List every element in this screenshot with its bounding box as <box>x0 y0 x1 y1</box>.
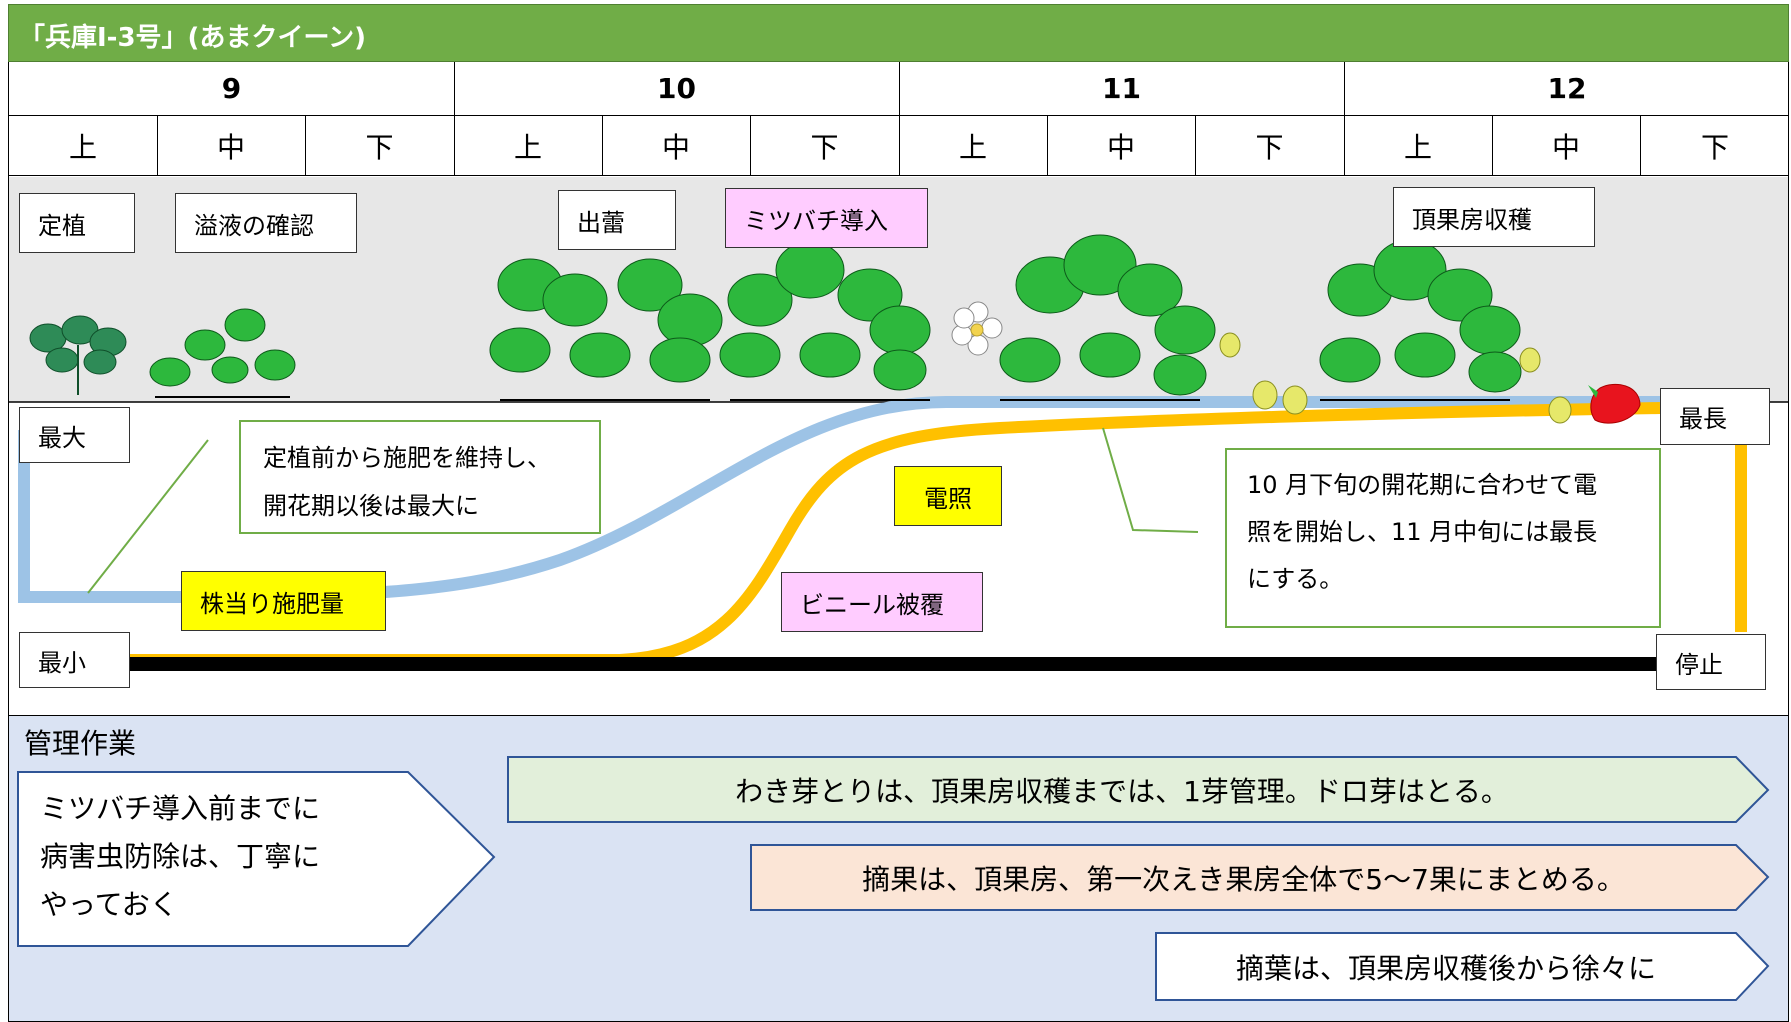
period-cell: 上 <box>899 116 1048 175</box>
pest-line: 病害虫防除は、丁寧に <box>40 840 321 873</box>
strawberry-flower-icon <box>951 301 1003 356</box>
lighting-curve <box>128 402 1661 666</box>
period-cell: 下 <box>1700 130 1729 164</box>
light-leader-line <box>1102 427 1199 533</box>
management-heading: 管理作業 <box>24 727 137 760</box>
pest-line: やっておく <box>40 888 178 921</box>
strawberry-plant-icon <box>489 258 723 401</box>
month-cell: 11 <box>899 62 1345 115</box>
task-leaf-thinning: 摘葉は、頂果房収穫後から徐々に <box>1235 951 1656 985</box>
strawberry-plant-icon <box>1319 239 1572 424</box>
period-cell: 中 <box>1047 116 1196 175</box>
pest-control-text: ミツバチ導入前までに 病害虫防除は、丁寧に やっておく <box>40 785 320 929</box>
task-side-bud: わき芽とりは、頂果房収穫までは、1芽管理。ドロ芽はとる。 <box>735 774 1509 808</box>
period-cell: 中 <box>1492 116 1641 175</box>
level-max-left: 最大 <box>19 407 130 463</box>
stage-planting: 定植 <box>19 193 135 253</box>
month-cell: 10 <box>454 62 900 115</box>
fertilizer-note: 定植前から施肥を維持し、 開花期以後は最大に <box>239 420 601 534</box>
stage-sap-check: 溢液の確認 <box>175 193 357 253</box>
strawberry-plant-icon <box>719 241 931 401</box>
period-cell: 上 <box>1344 116 1493 175</box>
note-line: 開花期以後は最大に <box>263 492 479 520</box>
strawberry-plant-icon <box>29 315 127 395</box>
fert-leader-line <box>87 439 209 594</box>
strawberry-fruit-icon <box>1588 383 1641 424</box>
lighting-note: 10 月下旬の開花期に合わせて電 照を開始し、11 月中旬には最長 にする。 <box>1225 448 1661 628</box>
period-cell: 上 <box>9 116 158 175</box>
period-cell: 下 <box>750 116 900 175</box>
period-row: 上 中 下 上 中 下 上 中 下 上 中 下 <box>8 116 1789 176</box>
level-max-right: 最長 <box>1660 388 1770 445</box>
note-line: 10 月下旬の開花期に合わせて電 <box>1247 471 1598 499</box>
stage-bees: ミツバチ導入 <box>725 188 928 248</box>
month-cell: 12 <box>1547 72 1587 105</box>
level-stop-right: 停止 <box>1656 634 1766 690</box>
month-cell: 9 <box>9 62 455 115</box>
period-cell: 中 <box>157 116 306 175</box>
label-vinyl: ビニール被覆 <box>781 572 983 632</box>
month-row: 9 10 11 12 <box>8 62 1789 116</box>
task-fruit-thinning: 摘果は、頂果房、第一次えき果房全体で5～7果にまとめる。 <box>862 862 1625 896</box>
label-lighting: 電照 <box>894 466 1002 526</box>
period-cell: 下 <box>305 116 455 175</box>
level-min-left: 最小 <box>19 632 130 688</box>
pest-line: ミツバチ導入前までに <box>40 792 321 825</box>
note-line: 定植前から施肥を維持し、 <box>263 444 551 472</box>
note-line: にする。 <box>1247 565 1344 593</box>
page-title: 「兵庫I-3号」(あまクイーン) <box>8 4 1789 62</box>
period-cell: 上 <box>454 116 603 175</box>
stage-harvest: 頂果房収穫 <box>1393 187 1595 247</box>
label-fertilizer: 株当り施肥量 <box>181 571 386 631</box>
period-cell: 中 <box>602 116 751 175</box>
strawberry-plant-icon <box>999 234 1308 415</box>
stage-budding: 出蕾 <box>558 190 676 250</box>
strawberry-plant-icon <box>149 308 296 398</box>
note-line: 照を開始し、11 月中旬には最長 <box>1247 518 1598 546</box>
period-cell: 下 <box>1195 116 1345 175</box>
